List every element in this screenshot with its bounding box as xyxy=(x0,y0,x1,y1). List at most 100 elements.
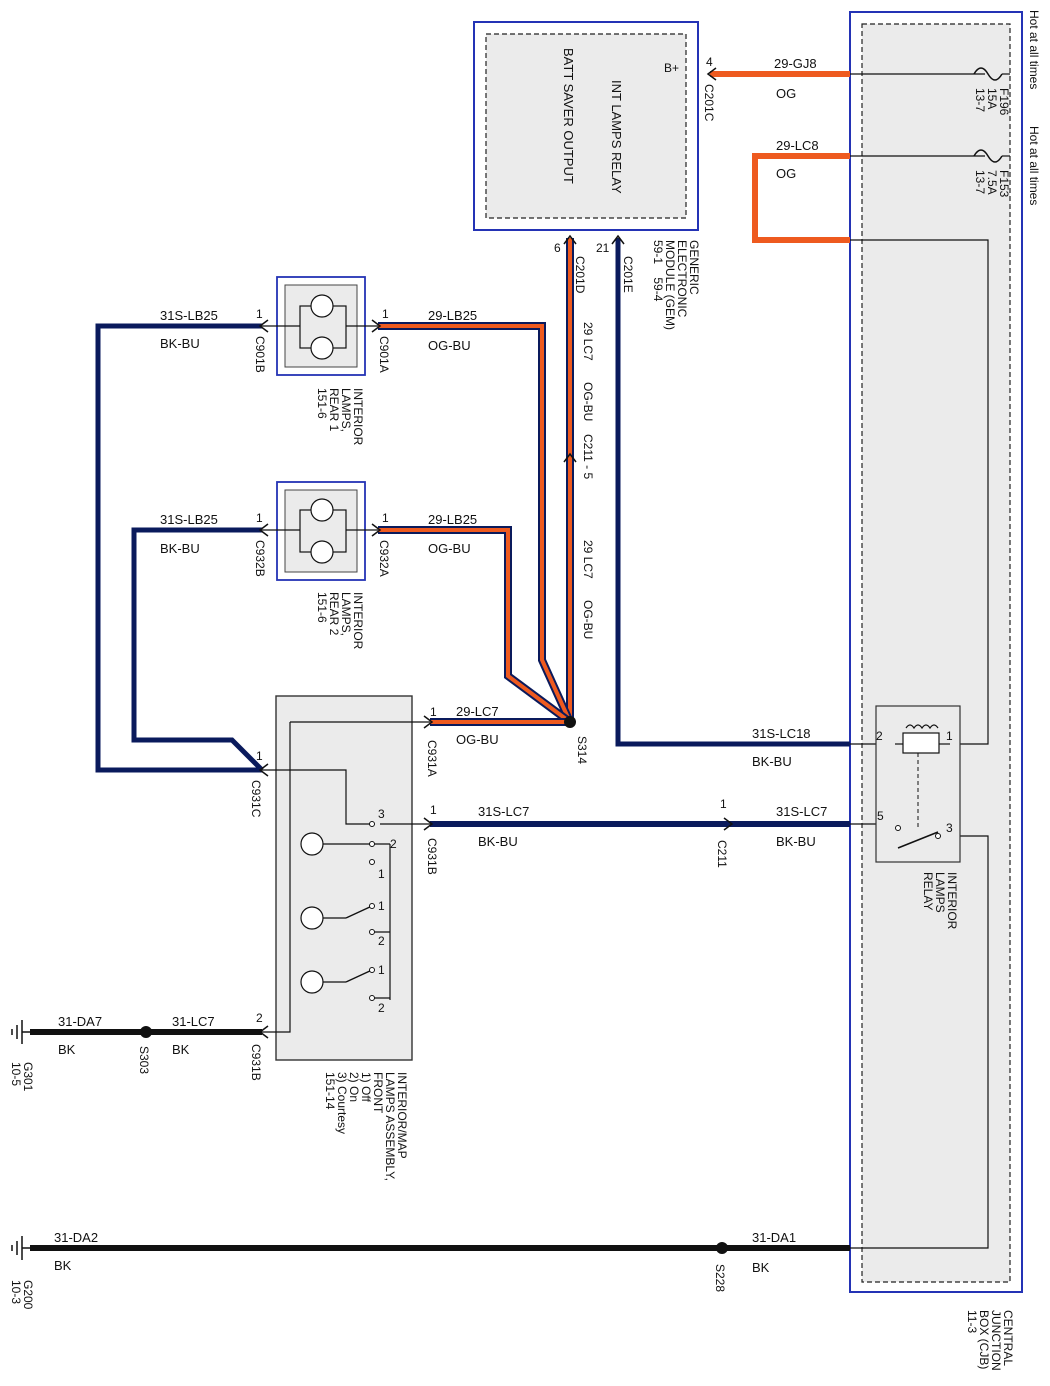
splice-s303 xyxy=(140,1026,152,1038)
relay-name-group: INTERIOR LAMPS RELAY xyxy=(921,872,959,930)
relay-contact-5 xyxy=(895,825,901,831)
label-og-gj8: OG xyxy=(776,86,796,101)
rear1-name-1: INTERIOR xyxy=(351,388,365,446)
front-name-1: INTERIOR/MAP xyxy=(395,1072,409,1159)
label-c211: C211 xyxy=(715,840,729,868)
connector-arrow-c931a xyxy=(423,715,434,729)
label-c931b-gnd-group: C931B xyxy=(249,1044,263,1081)
label-c211-5-group: C211 - 5 xyxy=(581,434,595,479)
relay-name-2: LAMPS xyxy=(933,872,947,913)
label-c931c-group: C931C xyxy=(249,780,263,818)
label-c201d-group: C201D xyxy=(573,256,587,294)
label-c931b-group: C931B xyxy=(425,838,439,875)
relay-coil-icon xyxy=(902,732,940,754)
rear2-name-1: INTERIOR xyxy=(351,592,365,650)
connector-arrow-c931b xyxy=(423,817,434,831)
relay-pin-2: 2 xyxy=(876,729,883,743)
label-c931a: C931A xyxy=(425,740,439,777)
gem-name-line-3: MODULE (GEM) xyxy=(663,240,677,330)
label-s314: S314 xyxy=(575,736,589,764)
ground-g301-icon xyxy=(11,1020,30,1044)
front-assembly-box xyxy=(275,695,413,1061)
connector-arrow-c932a xyxy=(371,523,382,537)
label-c932b-group: C932B xyxy=(253,540,267,577)
ground-g200-icon xyxy=(11,1236,30,1260)
label-29lc7-b-group: 29 LC7 OG-BU xyxy=(581,540,595,639)
gem-output-label: BATT SAVER OUTPUT xyxy=(561,48,576,184)
front-contact-b xyxy=(369,841,375,847)
relay-name-3: RELAY xyxy=(921,872,935,910)
pin-c931a: 1 xyxy=(430,705,437,719)
gem-inner xyxy=(485,33,687,219)
front-pos-3: 3 xyxy=(378,807,385,821)
label-bk-da2: BK xyxy=(54,1258,72,1273)
wire-31s-lb25-rear2 xyxy=(131,527,264,772)
hot-label-2: Hot at all times xyxy=(1027,126,1041,205)
connector-arrow-c211-5 xyxy=(563,452,577,463)
rear1-name-3: REAR 1 xyxy=(327,388,341,432)
rear2-name-group: INTERIOR LAMPS, REAR 2 151-6 xyxy=(315,592,365,650)
pin-c931c: 1 xyxy=(256,749,263,763)
label-g301-1: G301 xyxy=(21,1062,35,1092)
connector-arrow-c931b-gnd xyxy=(258,1025,269,1039)
wire-relay-feed xyxy=(850,239,989,745)
label-g200-2: 10-3 xyxy=(9,1280,23,1304)
cjb-name-3: BOX (CJB) xyxy=(977,1310,991,1369)
label-bkbu-rear1: BK-BU xyxy=(160,336,200,351)
relay-pin-5: 5 xyxy=(877,809,884,823)
front-contact-g xyxy=(369,995,375,1001)
label-ogbu-rear1: OG-BU xyxy=(428,338,471,353)
wire-29-lb25-rear2-core xyxy=(378,528,572,724)
label-c901b-group: C901B xyxy=(253,336,267,373)
connector-arrow-c932b xyxy=(258,523,269,537)
pin-c931b-gnd: 2 xyxy=(256,1011,263,1025)
label-og-lc8: OG xyxy=(776,166,796,181)
cjb-name-4: 11-3 xyxy=(965,1310,979,1333)
label-29lc7-a-group: 29 LC7 OG-BU xyxy=(581,322,595,421)
label-c201c: C201C xyxy=(702,84,716,122)
label-29lc7-b: 29 LC7 xyxy=(581,540,595,579)
front-name-group: INTERIOR/MAP LAMPS ASSEMBLY, FRONT 1) Of… xyxy=(323,1072,409,1181)
label-g301-2: 10-5 xyxy=(9,1062,23,1086)
label-31s-lc7-left: 31S-LC7 xyxy=(478,804,529,819)
label-s228-group: S228 xyxy=(713,1264,727,1292)
front-contact-c xyxy=(369,859,375,865)
label-c901b: C901B xyxy=(253,336,267,373)
front-name-5: 2) On xyxy=(347,1072,361,1102)
rear1-name-4: 151-6 xyxy=(315,388,329,419)
connector-arrow-c901b xyxy=(258,319,269,333)
label-29-lc8: 29-LC8 xyxy=(776,138,819,153)
front-switch-2-icon xyxy=(345,905,373,919)
label-c211-group: C211 xyxy=(715,840,729,868)
label-bkbu-rear2: BK-BU xyxy=(160,541,200,556)
pin-c932b: 1 xyxy=(256,511,263,525)
rear1-name-2: LAMPS, xyxy=(339,388,353,432)
relay-name-1: INTERIOR xyxy=(945,872,959,930)
front-contact-d xyxy=(369,903,375,909)
connector-arrow-c201e xyxy=(611,234,625,245)
relay-contact-icon xyxy=(897,831,939,849)
label-s314-group: S314 xyxy=(575,736,589,764)
front-pos-2c: 2 xyxy=(378,1001,385,1015)
label-bkbu-lc18: BK-BU xyxy=(752,754,792,769)
label-31-da2: 31-DA2 xyxy=(54,1230,98,1245)
pin-c932a: 1 xyxy=(382,511,389,525)
front-internal-left xyxy=(262,722,291,1033)
gem-output-label-group: BATT SAVER OUTPUT xyxy=(561,48,576,184)
front-pos-1b: 1 xyxy=(378,899,385,913)
hot-label-2-group: Hot at all times xyxy=(1027,126,1041,205)
gem-relay-label: INT LAMPS RELAY xyxy=(609,80,624,194)
relay-coil-winding xyxy=(905,724,939,730)
label-g301-group: G301 10-5 xyxy=(9,1062,35,1092)
front-contact-f xyxy=(369,967,375,973)
pin-c931b: 1 xyxy=(430,803,437,817)
label-g200-1: G200 xyxy=(21,1280,35,1310)
label-29-lb25-rear2: 29-LB25 xyxy=(428,512,477,527)
label-29lc7-a: 29 LC7 xyxy=(581,322,595,361)
label-31-da1: 31-DA1 xyxy=(752,1230,796,1245)
label-31-da7: 31-DA7 xyxy=(58,1014,102,1029)
fuse-f153-rating: 7.5A xyxy=(985,170,999,195)
label-c932a: C932A xyxy=(377,540,391,577)
cjb-inner xyxy=(861,23,1011,1283)
label-c211-5: C211 - 5 xyxy=(581,434,595,479)
